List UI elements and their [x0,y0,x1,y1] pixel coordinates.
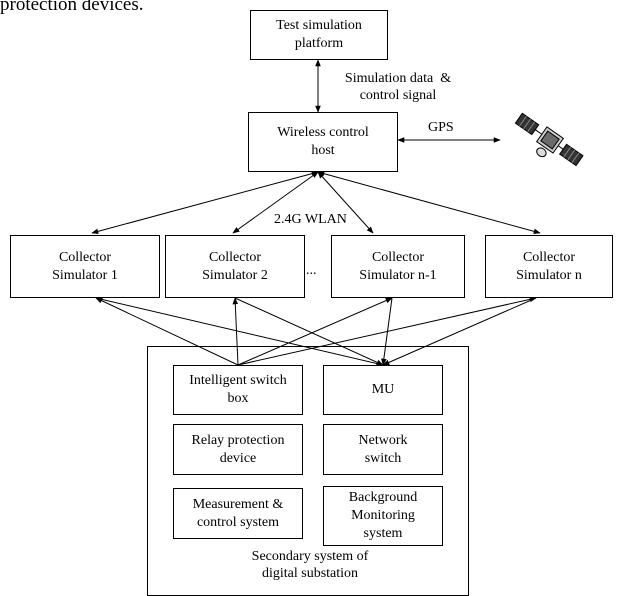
test-simulation-platform-label: Test simulation platform [276,18,362,51]
intelligent-switch-box: Intelligent switch box [173,365,303,415]
wireless-control-host-box: Wireless control host [248,112,398,172]
collector-simulator-2-box: Collector Simulator 2 [165,235,305,298]
link-cn1-mu [381,297,393,366]
top-caption-fragment: protection devices. [0,0,144,15]
wireless-control-host-label: Wireless control host [277,125,369,158]
secondary-system-label: Secondary system of digital substation [251,549,369,581]
relay-protection-device-label: Relay protection device [191,432,285,466]
link-host-c2 [232,171,319,234]
satellite-icon [514,112,584,167]
collector-simulator-n-label: Collector Simulator n [516,249,582,283]
relay-protection-device-box: Relay protection device [173,424,303,475]
test-simulation-platform-box: Test simulation platform [250,10,388,60]
intelligent-switch-box-label: Intelligent switch box [189,373,287,406]
background-monitoring-system-box: Background Monitoring system [323,486,443,546]
link-isb-c2 [232,297,239,366]
link-isb-cn1 [237,297,393,366]
collector-simulator-2-label: Collector Simulator 2 [202,249,268,283]
collector-ellipsis: ... [306,263,317,278]
simulation-data-label: Simulation data & control signal [344,71,452,103]
network-switch-box: Network switch [323,424,443,475]
collector-simulator-n-box: Collector Simulator n [485,235,613,298]
network-switch-label: Network switch [358,432,408,466]
gps-label: GPS [428,120,454,135]
collector-simulator-n-1-box: Collector Simulator n-1 [331,235,465,298]
link-c2-mu [234,297,384,366]
collector-simulator-1-label: Collector Simulator 1 [52,249,118,283]
collector-simulator-1-box: Collector Simulator 1 [10,235,160,298]
connections-layer [91,59,541,367]
link-host-cn [317,170,541,235]
mu-box: MU [323,365,443,415]
background-monitoring-system-label: Background Monitoring system [348,490,418,541]
collector-simulator-n-1-label: Collector Simulator n-1 [359,249,437,283]
measurement-control-system-label: Measurement & control system [192,496,284,530]
link-c1-mu [95,297,384,367]
measurement-control-system-box: Measurement & control system [173,488,303,539]
mu-label: MU [371,382,395,397]
link-isb-c1 [95,297,239,366]
wlan-label: 2.4G WLAN [274,212,347,227]
link-cn-mu [382,297,537,366]
